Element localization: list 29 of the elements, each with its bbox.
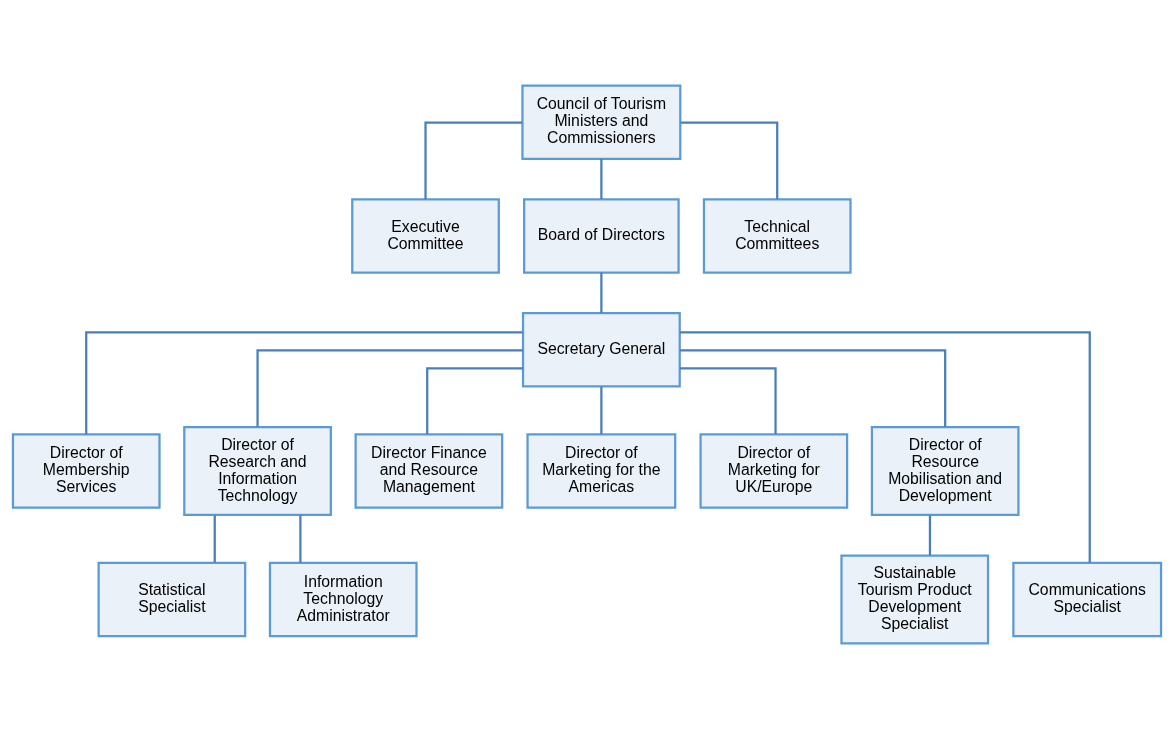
- connector: [679, 349, 947, 427]
- connector: [600, 386, 603, 435]
- connector: [600, 158, 603, 199]
- node-box: Technical Committees: [702, 198, 852, 274]
- node-box: Sustainable Tourism Product Development Specialist: [840, 554, 990, 645]
- node-box: Secretary General: [521, 312, 681, 388]
- connector: [679, 367, 777, 435]
- node-box: Council of Tourism Ministers and Commissioners: [521, 84, 682, 160]
- node-box: Communications Specialist: [1012, 561, 1163, 638]
- connector: [256, 349, 523, 427]
- node-box: Executive Committee: [351, 198, 500, 274]
- connector: [679, 331, 1091, 563]
- node-box: Director Finance and Resource Management: [354, 433, 504, 509]
- connector: [424, 121, 523, 200]
- node-box: Information Technology Administrator: [268, 561, 418, 638]
- connector: [600, 272, 603, 313]
- connector: [426, 367, 523, 435]
- connector: [213, 515, 216, 563]
- node-box: Director of Membership Services: [11, 433, 161, 509]
- connector: [299, 515, 302, 563]
- node-box: Board of Directors: [523, 198, 680, 274]
- node-box: Director of Marketing for UK/Europe: [699, 433, 849, 509]
- node-box: Statistical Specialist: [97, 561, 247, 638]
- connector: [85, 331, 523, 435]
- node-box: Director of Marketing for the Americas: [526, 433, 677, 509]
- connector: [680, 121, 779, 200]
- node-box: Director of Resource Mobilisation and Development: [870, 425, 1020, 517]
- connector: [928, 515, 932, 556]
- node-box: Director of Research and Information Technology: [183, 425, 332, 517]
